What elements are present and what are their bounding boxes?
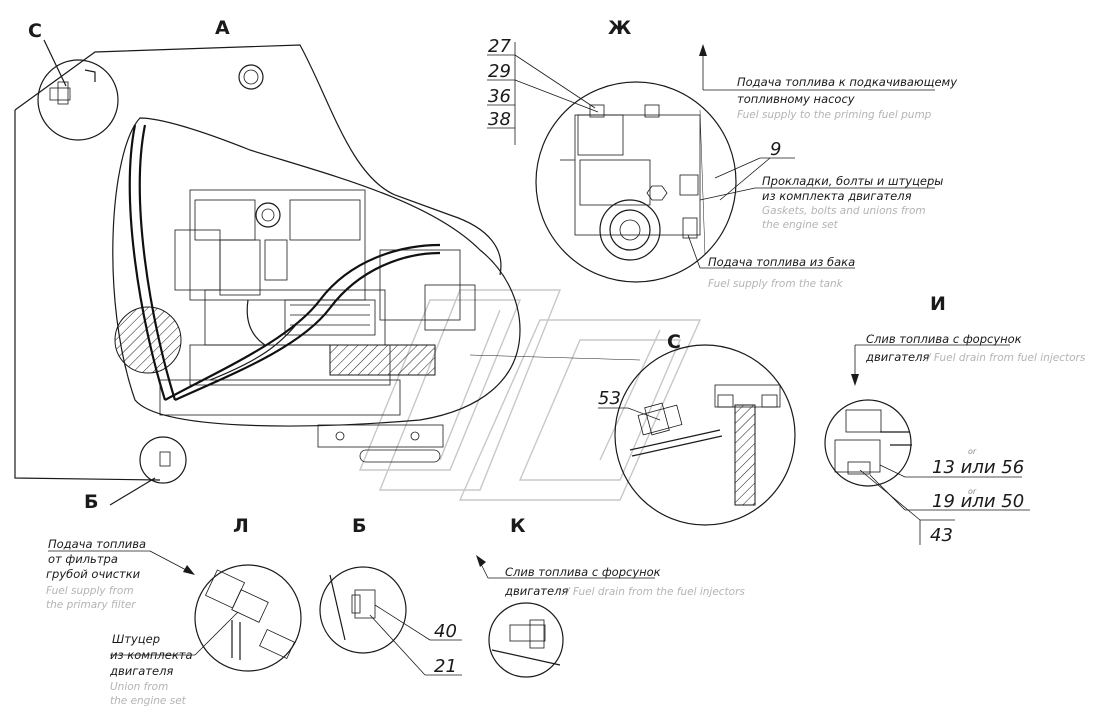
arrow-up-left-icon xyxy=(476,555,486,567)
detail-k xyxy=(476,555,655,678)
filter-supply-label-en-1: Fuel supply from xyxy=(46,585,134,597)
view-label-l: Л xyxy=(233,515,249,537)
callout-c-top xyxy=(37,39,119,141)
priming-pump-label-ru-2: топливному насосу xyxy=(737,92,855,106)
injector-drain-k-label-ru-2: двигателя xyxy=(504,584,568,598)
watermark-outline xyxy=(358,289,702,501)
engine-block xyxy=(159,189,476,416)
hatched-bracket xyxy=(329,344,436,376)
view-label-i: И xyxy=(930,293,946,315)
position-43: 43 xyxy=(930,525,953,546)
view-label-c-top: С xyxy=(28,20,42,42)
or-label-2: or xyxy=(968,487,977,496)
position-19-or-50: 19 или 50 xyxy=(932,491,1024,512)
view-label-b-mid: Б xyxy=(352,515,366,537)
detail-b-mid xyxy=(319,566,462,676)
injector-drain-label-en: / Fuel drain from fuel injectors xyxy=(926,352,1086,364)
priming-pump-label-ru-1: Подача топлива к подкачивающему xyxy=(737,75,957,89)
detail-zh xyxy=(535,81,737,283)
detail-c-mid xyxy=(598,344,796,526)
position-21: 21 xyxy=(434,656,457,677)
view-label-c-mid: С xyxy=(667,331,681,353)
union-label-ru-1: Штуцер xyxy=(112,632,160,646)
position-40: 40 xyxy=(434,621,457,642)
union-label-en-1: Union from xyxy=(110,681,168,693)
filter-supply-label-en-2: the primary filter xyxy=(46,599,136,611)
arrow-right-icon xyxy=(183,565,195,575)
filter-supply-label-ru-3: грубой очистки xyxy=(46,567,141,581)
view-label-b-left: Б xyxy=(84,491,98,513)
tank-supply-label-en: Fuel supply from the tank xyxy=(708,278,844,290)
injector-drain-label-ru-2: двигателя xyxy=(865,350,929,364)
gaskets-label-ru-1: Прокладки, болты и штуцеры xyxy=(762,174,943,188)
filter-supply-label-ru-2: от фильтра xyxy=(48,552,118,566)
arrow-down-icon xyxy=(851,374,859,386)
injector-drain-label-ru-1: Слив топлива с форсунок xyxy=(866,332,1022,346)
injector-drain-k-label-ru-1: Слив топлива с форсунок xyxy=(505,565,661,579)
zh-leaders xyxy=(487,42,935,269)
view-label-zh: Ж xyxy=(608,17,631,39)
position-36: 36 xyxy=(488,86,511,107)
callout-b-left xyxy=(109,436,187,506)
union-label-ru-2: из комплекта xyxy=(110,648,193,662)
tank-supply-label-ru: Подача топлива из бака xyxy=(708,255,855,269)
fuel-hoses xyxy=(128,124,441,402)
position-53: 53 xyxy=(598,388,621,409)
position-27: 27 xyxy=(488,36,511,57)
detail-l xyxy=(48,550,302,672)
union-label-en-2: the engine set xyxy=(110,695,187,707)
position-29: 29 xyxy=(488,61,511,82)
priming-pump-label-en: Fuel supply to the priming fuel pump xyxy=(737,109,932,121)
arrow-up-icon xyxy=(699,44,707,56)
or-label-1: or xyxy=(968,447,977,456)
gaskets-label-en-2: the engine set xyxy=(762,219,839,231)
position-38: 38 xyxy=(488,109,511,130)
gaskets-label-en-1: Gaskets, bolts and unions from xyxy=(762,205,926,217)
union-label-ru-3: двигателя xyxy=(109,664,173,678)
detail-i xyxy=(824,344,1030,545)
view-label-k: К xyxy=(510,515,526,537)
position-9: 9 xyxy=(770,139,781,160)
view-label-a: А xyxy=(215,17,230,39)
main-view-a-panel xyxy=(14,44,641,481)
position-13-or-56: 13 или 56 xyxy=(932,457,1024,478)
injector-drain-k-label-en: / Fuel drain from the fuel injectors xyxy=(565,586,745,598)
gaskets-label-ru-2: из комплекта двигателя xyxy=(762,189,912,203)
filter-supply-label-ru-1: Подача топлива xyxy=(48,537,146,551)
